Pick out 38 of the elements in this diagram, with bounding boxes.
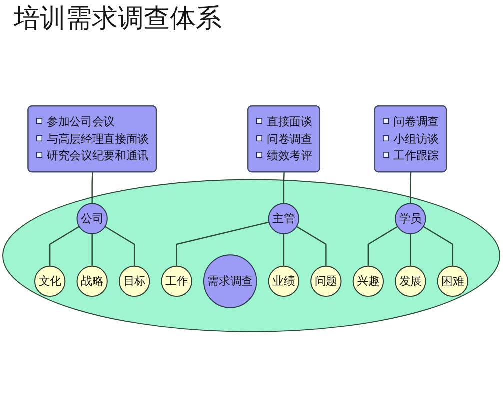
speech-bubble — [28, 106, 157, 173]
speech-bubble — [248, 106, 320, 173]
list-item-text: 直接面谈 — [266, 115, 312, 129]
list-item-text: 工作跟踪 — [394, 149, 439, 163]
topic-circle: 战略 — [76, 266, 108, 298]
connector-line — [423, 226, 454, 266]
topic-circle: 目标 — [119, 266, 150, 298]
topic-circle: 兴趣 — [352, 266, 384, 298]
connector-line — [410, 172, 412, 204]
connector-line — [49, 226, 80, 266]
diagram-title: 培训需求调查体系 — [14, 4, 222, 36]
topic-circle: 问题 — [310, 266, 342, 298]
topic-circle: 工作 — [161, 266, 192, 298]
topic-circle: 文化 — [34, 266, 66, 298]
list-item-text: 问卷调查 — [266, 132, 312, 146]
list-item-text: 参加公司会议 — [47, 115, 115, 129]
list-item-text: 问卷调查 — [394, 115, 439, 129]
connector-line — [368, 226, 398, 266]
speech-bubble — [374, 106, 447, 173]
list-item-text: 绩效考评 — [266, 149, 312, 163]
hub-circle: 主管 — [268, 203, 300, 234]
connector-line — [296, 226, 327, 266]
connector-line — [283, 172, 285, 204]
connector-line — [104, 226, 136, 266]
topic-circle: 业绩 — [268, 266, 300, 298]
connector-line — [176, 222, 270, 266]
topic-circle: 发展 — [395, 266, 426, 298]
connector-line — [283, 234, 285, 266]
hub-circle: 公司 — [76, 203, 108, 234]
list-item-text: 小组访谈 — [394, 132, 439, 146]
list-item-text: 与高层经理直接面谈 — [47, 132, 149, 146]
list-item-text: 研究会议纪要和通讯 — [47, 149, 149, 163]
connector-line — [410, 234, 412, 266]
center-circle: 需求调查 — [203, 254, 258, 308]
topic-circle: 困难 — [437, 266, 468, 298]
connector-line — [92, 234, 93, 266]
connector-line — [92, 172, 94, 204]
hub-circle: 学员 — [395, 203, 426, 234]
